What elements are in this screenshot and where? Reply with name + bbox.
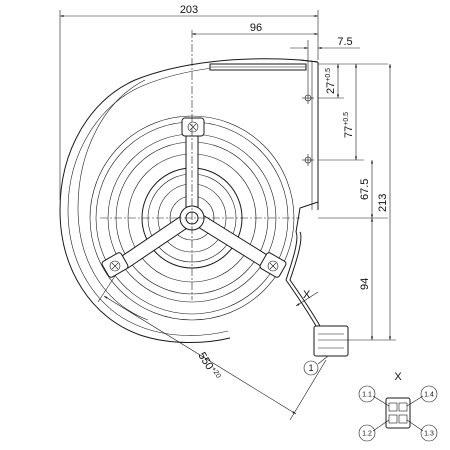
- dim-overall-width: 203: [59, 4, 319, 200]
- dim-77-tol: +0.5: [343, 112, 350, 126]
- svg-text:1.3: 1.3: [424, 431, 434, 438]
- dim-hole-2: 77+0.5: [318, 63, 364, 161]
- dim-outlet-height: 94: [359, 218, 374, 340]
- dim-hole-1: 27+0.5: [318, 63, 388, 99]
- pin-1-2: 1.2: [358, 424, 376, 442]
- svg-text:1.2: 1.2: [362, 431, 372, 438]
- pin-1-3: 1.3: [420, 424, 438, 442]
- callout-1-text: 1: [308, 363, 313, 373]
- dim-96-text: 96: [250, 22, 262, 34]
- dim-77-text: 77+0.5: [343, 112, 355, 138]
- dim-203-text: 203: [180, 4, 198, 16]
- dim-27-text: 27+0.5: [325, 68, 337, 94]
- dim-7-5-text: 7.5: [337, 36, 352, 48]
- dim-77-main: 77: [343, 126, 355, 138]
- dim-27-main: 27: [325, 82, 337, 94]
- dim-overall-height: 213: [318, 63, 396, 341]
- dim-67-5-text: 67.5: [359, 179, 371, 200]
- dim-hole-3: 67.5: [318, 160, 388, 219]
- dim-center-offset: 96: [192, 22, 318, 36]
- mounting-holes: [302, 92, 314, 166]
- motor-support-bracket: [101, 117, 287, 278]
- dim-550-text: 550+20: [195, 350, 221, 382]
- view-x-arrow-label: X: [303, 289, 311, 301]
- pin-1-1: 1.1: [358, 385, 376, 403]
- dim-flange-offset: 7.5: [290, 36, 360, 92]
- dim-94-text: 94: [359, 278, 371, 290]
- dim-27-tol: +0.5: [325, 68, 332, 82]
- callout-connector: 1: [303, 355, 329, 376]
- cable-and-connector: [285, 201, 349, 357]
- svg-text:1.1: 1.1: [362, 392, 372, 399]
- svg-text:1.4: 1.4: [424, 392, 434, 399]
- dim-550-tol: +20: [209, 366, 221, 380]
- centre-lines: [100, 30, 300, 300]
- view-x-indicator: X: [295, 289, 319, 307]
- dim-cable-length: 550+20: [97, 275, 327, 421]
- dim-213-text: 213: [377, 194, 389, 212]
- pin-1-4: 1.4: [420, 385, 438, 403]
- detail-view-title: X: [394, 371, 402, 383]
- connector-detail-view: X 1.1 1.4 1.2 1.3: [358, 371, 438, 442]
